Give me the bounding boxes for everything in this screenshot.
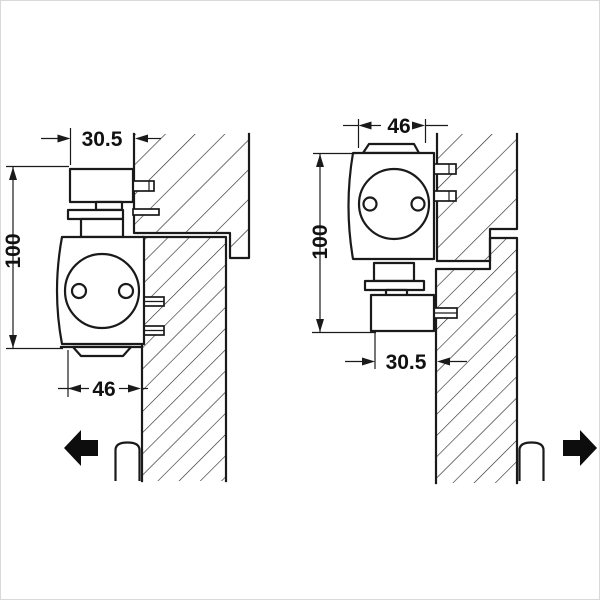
right-figure: 46 100 30.5 <box>309 115 597 485</box>
dim-label-left-bottom: 46 <box>92 378 115 401</box>
left-wall-section <box>132 132 251 260</box>
swing-arrow-right-icon <box>563 430 597 466</box>
arm-bracket <box>369 293 436 333</box>
swing-arrow-left-icon <box>64 430 98 466</box>
closer-body <box>55 235 146 358</box>
arm-plate <box>66 208 125 221</box>
right-door-section <box>434 236 519 485</box>
fixing-pin <box>132 208 160 216</box>
spindle <box>79 217 125 239</box>
fixing-pin <box>433 163 457 175</box>
fixing-pin <box>132 180 155 192</box>
valve-hole <box>362 196 378 212</box>
left-door-section <box>140 235 228 483</box>
valve-hole <box>117 282 135 300</box>
dimension-46-right: 46 <box>343 115 448 148</box>
dimension-100-left: 100 <box>2 165 69 350</box>
dimension-30-5-right: 30.5 <box>345 333 467 374</box>
body-cap <box>361 142 421 155</box>
dim-label-left-side: 100 <box>2 233 25 268</box>
spindle <box>372 261 416 283</box>
fixing-pin <box>433 190 457 202</box>
door-leaf-edge <box>518 441 545 481</box>
arm-plate <box>363 279 426 292</box>
dim-label-right-top: 46 <box>387 115 410 138</box>
valve-hole <box>70 282 88 300</box>
door-leaf-edge <box>114 441 141 481</box>
arm-bracket <box>68 167 135 204</box>
left-figure: 30.5 100 46 <box>2 128 251 483</box>
dim-label-left-top: 30.5 <box>82 128 123 151</box>
dimension-100-right: 100 <box>309 152 376 334</box>
dim-label-right-bottom: 30.5 <box>386 351 427 374</box>
valve-hole <box>410 196 426 212</box>
closer-body <box>347 142 436 261</box>
body-foot <box>71 345 133 358</box>
closer-cam-circle <box>63 252 141 330</box>
dimension-30-5: 30.5 <box>41 128 161 165</box>
dim-label-right-side: 100 <box>309 224 332 259</box>
arm-link <box>94 200 124 212</box>
closer-cam-circle <box>357 167 431 241</box>
dimension-46-left: 46 <box>58 350 148 401</box>
